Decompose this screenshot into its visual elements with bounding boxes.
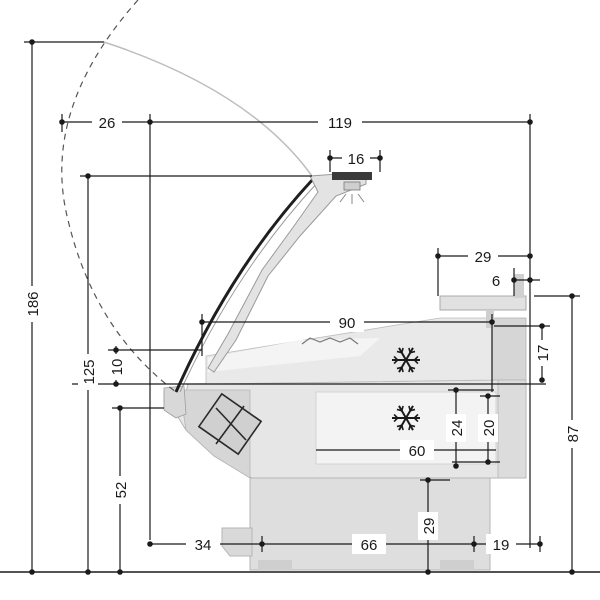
dim-lower-well-depth: 20 bbox=[481, 420, 498, 437]
front-bumper bbox=[163, 385, 187, 419]
snowflake-branch bbox=[413, 355, 419, 361]
front-step bbox=[221, 527, 253, 557]
dim-rear-base-offset: 19 bbox=[493, 537, 510, 554]
dim-lower-tier-depth: 60 bbox=[409, 443, 426, 460]
dim-base-height: 29 bbox=[421, 518, 438, 535]
glass-open-arc bbox=[103, 41, 313, 177]
dimension-labels: 26 119 16 29 6 90 60 34 66 19 186 125 10… bbox=[22, 112, 582, 554]
snowflake-arm bbox=[405, 405, 414, 419]
lamp-icon bbox=[339, 181, 365, 204]
front-glass-edge bbox=[179, 181, 319, 393]
snowflake-arm bbox=[405, 359, 414, 373]
upper-deck-shade bbox=[208, 338, 380, 372]
snowflake-branch bbox=[408, 425, 411, 431]
snowflake-arm bbox=[405, 347, 414, 361]
dim-front-glass-height: 125 bbox=[81, 359, 98, 384]
snowflake-branch bbox=[393, 413, 399, 419]
dim-display-depth: 90 bbox=[339, 315, 356, 332]
dim-front-offset: 26 bbox=[99, 115, 116, 132]
snowflake-branch bbox=[408, 367, 411, 373]
snowflake-branch bbox=[396, 408, 403, 412]
snowflake-arm bbox=[405, 417, 414, 431]
base-foot-front bbox=[258, 560, 292, 570]
snowflake-branch bbox=[396, 366, 403, 370]
snowflake-branch bbox=[401, 405, 404, 411]
snowflake-branch bbox=[409, 366, 416, 370]
dim-upper-tier-height: 17 bbox=[535, 345, 552, 362]
dim-total-height: 186 bbox=[25, 291, 42, 316]
cabinet-body bbox=[163, 274, 527, 571]
snowflake-icon bbox=[392, 405, 420, 431]
canopy bbox=[61, 0, 372, 393]
snowflake-branch bbox=[401, 425, 404, 431]
rear-riser bbox=[514, 274, 524, 298]
snowflake-branch bbox=[393, 417, 399, 423]
dim-rear-shelf-depth: 29 bbox=[475, 249, 492, 266]
snowflake-arm bbox=[398, 347, 407, 361]
dim-base-depth: 66 bbox=[361, 537, 378, 554]
dim-glass-drop: 10 bbox=[109, 359, 126, 376]
dim-rear-unit-height: 87 bbox=[565, 426, 582, 443]
dim-counter-height: 52 bbox=[113, 482, 130, 499]
snowflake-branch bbox=[409, 408, 416, 412]
rear-unit bbox=[491, 317, 527, 381]
snowflake-branch bbox=[393, 355, 399, 361]
crate-graphic bbox=[197, 392, 263, 456]
rear-top-shelf bbox=[439, 295, 527, 311]
glass-swing-path bbox=[61, 0, 177, 393]
snowflake-branch bbox=[413, 413, 419, 419]
base-foot-rear bbox=[440, 560, 474, 570]
dim-rear-shelf-edge: 6 bbox=[492, 273, 500, 290]
snowflake-branch bbox=[396, 350, 403, 354]
snowflake-branch bbox=[396, 424, 403, 428]
snowflake-branch bbox=[413, 417, 419, 423]
dim-top-light: 16 bbox=[348, 151, 365, 168]
snowflake-branch bbox=[393, 359, 399, 365]
snowflake-arm bbox=[398, 405, 407, 419]
dimension-dots bbox=[29, 39, 575, 575]
snowflake-branch bbox=[409, 350, 416, 354]
snowflake-branch bbox=[408, 405, 411, 411]
base-plinth bbox=[249, 477, 491, 571]
front-glass bbox=[174, 176, 316, 393]
snowflake-branch bbox=[401, 367, 404, 373]
snowflake-arm bbox=[398, 417, 407, 431]
snowflake-branch bbox=[408, 347, 411, 353]
lamp-housing bbox=[332, 172, 372, 180]
price-rail bbox=[301, 337, 359, 345]
snowflake-icon bbox=[392, 347, 420, 373]
dim-lower-tier-height: 24 bbox=[449, 420, 466, 437]
snowflake-branch bbox=[401, 347, 404, 353]
snowflake-arm bbox=[398, 359, 407, 373]
dim-total-depth: 119 bbox=[328, 115, 352, 132]
snowflake-branch bbox=[413, 359, 419, 365]
rear-shelf-bracket bbox=[486, 310, 494, 328]
rear-lower-unit bbox=[497, 379, 527, 479]
dim-front-base-offset: 34 bbox=[195, 537, 212, 554]
snowflake-branch bbox=[409, 424, 416, 428]
